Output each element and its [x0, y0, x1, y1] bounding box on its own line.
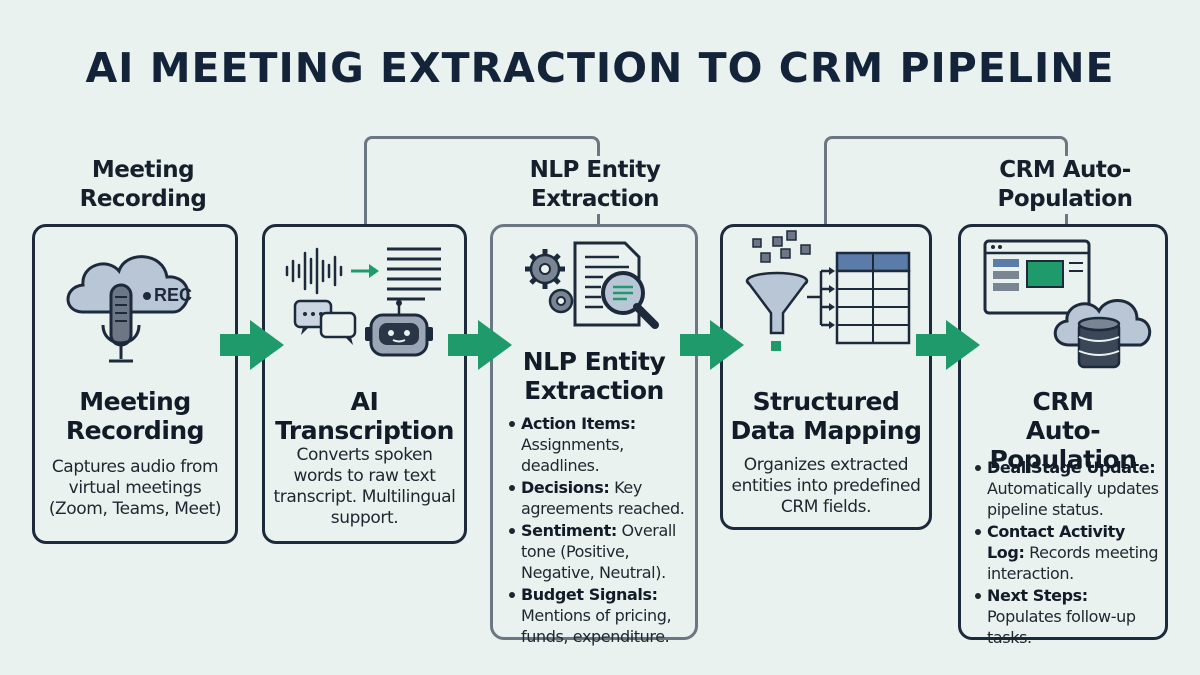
list-item: Deal Stage Update: Automatically updates…: [973, 457, 1165, 520]
stage-ai-transcription: AI Transcription Converts spoken words t…: [262, 224, 467, 544]
gears-document-magnifier-icon: [493, 227, 695, 377]
flow-arrow-icon: [448, 320, 512, 370]
top-label-meeting-recording: Meeting Recording: [79, 157, 207, 212]
dashboard-cloud-database-icon: [961, 227, 1165, 377]
page-title: AI MEETING EXTRACTION TO CRM PIPELINE: [85, 44, 1115, 92]
entity-list: Action Items: Assignments, deadlines. De…: [507, 413, 697, 648]
rec-badge: REC: [154, 285, 193, 305]
stage-title: CRM Auto-Population: [989, 387, 1137, 474]
cloud-microphone-icon: REC: [35, 227, 235, 377]
stage-title: AI Transcription: [275, 387, 454, 445]
list-item: Action Items: Assignments, deadlines.: [507, 413, 697, 476]
stage-nlp-extraction: NLP Entity Extraction Action Items: Assi…: [490, 224, 698, 646]
list-item: Budget Signals: Mentions of pricing, fun…: [507, 584, 697, 647]
top-label-nlp-extraction: NLP Entity Extraction: [500, 156, 690, 214]
stage-description: Converts spoken words to raw text transc…: [273, 445, 456, 528]
stage-crm-population: CRM Auto-Population Deal Stage Update: A…: [958, 224, 1168, 647]
stage-meeting-recording: REC Meeting Recording Captures audio fro…: [32, 224, 238, 544]
funnel-table-icon: [723, 227, 929, 377]
waveform-chat-robot-icon: [265, 227, 464, 377]
stage-title: NLP Entity Extraction: [522, 347, 666, 405]
stage-description: Captures audio from virtual meetings (Zo…: [48, 457, 222, 519]
stage-description: Organizes extracted entities into predef…: [731, 455, 921, 517]
top-label-crm-population: CRM Auto- Population: [965, 156, 1165, 214]
list-item: Contact Activity Log: Records meeting in…: [973, 521, 1165, 584]
list-item: Sentiment: Overall tone (Positive, Negat…: [507, 520, 697, 583]
flow-arrow-icon: [680, 320, 744, 370]
flow-arrow-icon: [220, 320, 284, 370]
list-item: Decisions: Key agreements reached.: [507, 477, 697, 519]
stage-title: Structured Data Mapping: [730, 387, 922, 445]
stage-title: Meeting Recording: [65, 387, 205, 445]
list-item: Next Steps: Populates follow-up tasks.: [973, 585, 1165, 648]
stage-structured-mapping: Structured Data Mapping Organizes extrac…: [720, 224, 932, 530]
flow-arrow-icon: [916, 320, 980, 370]
crm-actions-list: Deal Stage Update: Automatically updates…: [973, 457, 1165, 649]
